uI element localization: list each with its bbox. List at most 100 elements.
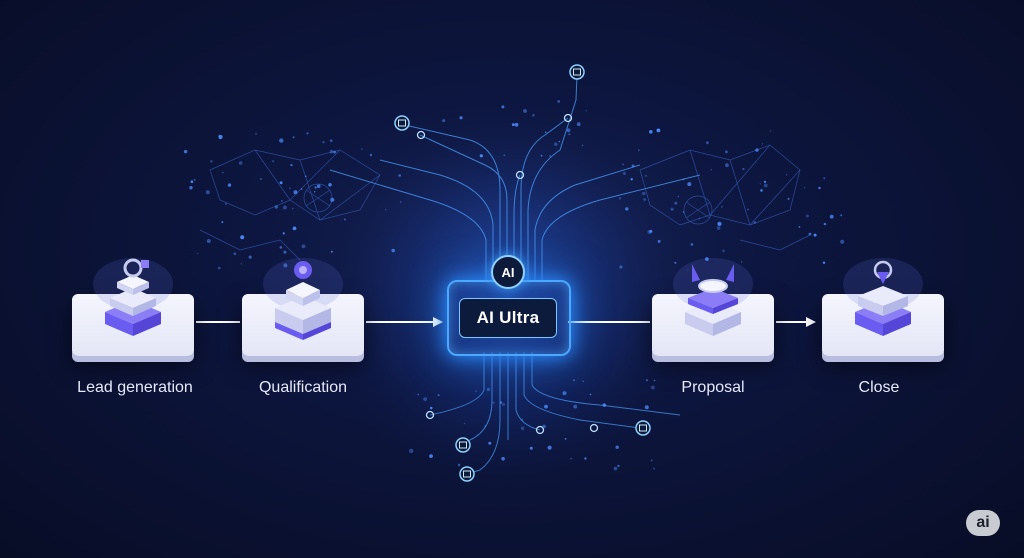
constellation-right <box>639 144 811 251</box>
trace-nodes <box>416 113 599 435</box>
particle-dot <box>653 379 656 382</box>
stage-label-close: Close <box>858 379 900 396</box>
particle-dot <box>488 441 492 445</box>
particle-dot <box>511 123 515 126</box>
particle-dot <box>224 202 228 205</box>
stage-card-lead <box>72 258 194 356</box>
particle-dot <box>840 214 843 217</box>
particle-dot <box>343 218 346 221</box>
particle-dot <box>248 255 252 259</box>
particle-dot <box>292 226 297 231</box>
particle-dot <box>316 184 321 188</box>
particle-dot <box>650 385 655 390</box>
particle-dot <box>520 426 525 430</box>
particle-dot <box>742 167 745 171</box>
particle-dot <box>787 197 790 200</box>
particle-dot <box>328 183 332 187</box>
particle-dot <box>189 186 193 190</box>
particle-dot <box>564 438 567 440</box>
particle-dot <box>808 232 812 236</box>
particle-dot <box>282 232 285 235</box>
particle-dot <box>305 175 307 178</box>
particle-dot <box>255 133 257 135</box>
particle-dot <box>233 252 237 256</box>
particle-dot <box>409 448 414 454</box>
particle-dot <box>638 149 640 151</box>
particle-dot <box>222 172 224 174</box>
stage-card-qualification <box>242 258 364 356</box>
particle-dot <box>721 206 723 208</box>
particle-dot <box>502 402 505 406</box>
particle-dot <box>805 214 809 218</box>
particle-dot <box>283 263 288 268</box>
particle-dot <box>322 140 325 144</box>
particle-dot <box>557 100 561 103</box>
particle-dot <box>238 161 243 165</box>
particle-dot <box>330 197 335 202</box>
particle-dot <box>687 269 689 271</box>
particle-dot <box>558 140 561 143</box>
particle-dot <box>584 457 587 460</box>
particle-dot <box>585 109 587 112</box>
particle-dot <box>442 119 446 123</box>
particle-dot <box>282 205 287 210</box>
particle-dot <box>210 160 213 163</box>
ai-core-label: AI Ultra <box>459 298 557 338</box>
particle-dot <box>670 207 674 211</box>
particle-dot <box>274 205 279 209</box>
particle-dot <box>218 134 220 136</box>
particle-dot <box>653 467 655 470</box>
particle-dot <box>823 177 826 180</box>
particle-dot <box>293 190 298 195</box>
particle-dot <box>840 239 845 244</box>
particle-dot <box>786 174 788 176</box>
particle-dot <box>283 250 287 254</box>
particle-dot <box>289 187 291 189</box>
particle-dot <box>645 379 649 382</box>
particle-dot <box>279 181 283 185</box>
particle-dot <box>562 391 567 396</box>
ai-core-box: AI Ultra <box>447 280 571 356</box>
particle-dot <box>622 163 624 166</box>
particle-dot <box>725 163 729 168</box>
particle-dot <box>566 128 571 133</box>
particle-dot <box>429 406 433 410</box>
particle-dot <box>484 425 486 427</box>
particle-dot <box>292 136 295 139</box>
particle-dot <box>740 261 743 263</box>
particle-dot <box>755 148 759 152</box>
particle-dot <box>329 139 333 143</box>
particle-dot <box>622 171 627 175</box>
particle-dot <box>617 464 620 468</box>
particle-dot <box>630 178 633 181</box>
particle-dot <box>769 130 772 132</box>
particle-dot <box>589 393 592 396</box>
particle-dot <box>486 387 491 392</box>
particle-dot <box>674 201 678 205</box>
particle-dot <box>747 208 749 211</box>
particle-dot <box>314 191 316 193</box>
circuit-traces-bottom <box>429 352 681 475</box>
particle-dot <box>710 169 713 171</box>
particle-dot <box>292 207 294 210</box>
particle-dot <box>760 189 763 192</box>
particle-dot <box>761 143 764 145</box>
particle-dot <box>218 134 223 140</box>
particle-dot <box>306 132 309 135</box>
particle-dot <box>682 178 685 181</box>
particle-dot <box>197 252 199 255</box>
stage-card-close <box>822 258 944 356</box>
particle-dot <box>183 149 188 154</box>
particle-dot <box>501 105 505 109</box>
particle-dot <box>260 178 262 180</box>
stage-label-proposal: Proposal <box>681 379 745 396</box>
stage-label-qualification: Qualification <box>258 379 348 396</box>
particle-dot <box>217 266 221 270</box>
ai-badge: AI <box>491 255 525 289</box>
particle-dot <box>314 186 317 189</box>
particle-dot <box>544 131 547 133</box>
particle-dot <box>631 164 635 168</box>
particle-dot <box>649 229 653 233</box>
orb-stack-icon <box>263 258 343 340</box>
particle-dot <box>300 188 303 190</box>
